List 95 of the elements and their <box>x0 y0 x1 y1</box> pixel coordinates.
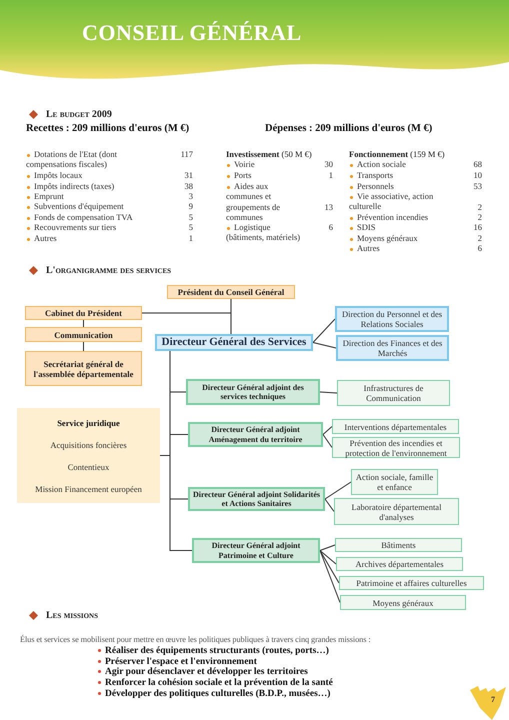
org-box: Bâtiments <box>335 538 462 552</box>
connector-line <box>322 434 332 448</box>
amount: 117 <box>180 149 193 160</box>
budget-item: Fonds de compensation TVA <box>26 212 176 222</box>
amount: 5 <box>188 212 193 222</box>
amount: 6 <box>476 243 482 254</box>
connector-line <box>322 426 332 435</box>
org-box: Directeur Général adjoint des services techniques <box>186 379 320 405</box>
org-box: Interventions départementales <box>332 419 459 434</box>
budget-subheading: Investissement (50 M €) <box>226 149 312 160</box>
connector-line <box>324 498 334 512</box>
org-box: Directeur Général des Services <box>155 334 313 351</box>
org-box: Direction des Finances et des Marchés <box>336 335 449 361</box>
mission-item: Agir pour désenclaver et développer les territoires <box>98 667 308 678</box>
budget-item: SDIS <box>349 222 459 232</box>
org-box: Président du Conseil Général <box>167 285 295 299</box>
budget-item: Autres <box>349 243 459 254</box>
intro-text: Élus et services se mobilisent pour mettre en œuvre les politiques publiques à travers cinq grandes missions : <box>20 635 371 645</box>
amount: 2 <box>476 233 482 244</box>
section-heading: Les missions <box>46 610 98 622</box>
mission-item: Réaliser des équipements structurants (routes, ports…) <box>98 646 329 657</box>
amount: 2 <box>476 212 482 222</box>
connector-line <box>320 392 338 394</box>
connector-line <box>170 350 192 551</box>
budget-item: Impôts indirects (taxes) <box>26 181 176 192</box>
budget-item: Personnels <box>349 181 459 192</box>
budget-heading: Dépenses : 209 millions d'euros (M €) <box>265 122 432 135</box>
connector-line <box>83 342 84 352</box>
service-name: Mission Financement européen <box>35 484 142 494</box>
budget-item: Action sociale <box>349 159 459 170</box>
org-box: Moyens généraux <box>340 595 466 610</box>
org-box: Communication <box>25 327 142 342</box>
org-box: Directeur Général adjoint Solidarités et Actions Sanitaires <box>188 487 325 511</box>
connector-line <box>312 318 336 343</box>
connector-line <box>324 482 352 500</box>
amount: 2 <box>476 202 482 212</box>
amount: 13 <box>324 202 333 212</box>
amount: 16 <box>472 222 482 232</box>
connector-line <box>230 298 232 334</box>
budget-item: Prévention incendies <box>349 212 459 222</box>
amount: 38 <box>184 181 193 192</box>
budget-item: Transports <box>349 170 459 180</box>
org-box: Infrastructures de Communication <box>337 380 450 406</box>
amount: 3 <box>188 191 193 202</box>
amount: 1 <box>188 233 193 244</box>
budget-item: Dotations de l'Etat (dont compensations fiscales) <box>26 149 118 170</box>
service-name: Acquisitions foncières <box>50 440 127 450</box>
amount: 53 <box>472 181 482 192</box>
org-box: Direction du Personnel et des Relations Sociales <box>335 306 449 332</box>
org-box: Prévention des incendies et protection de l'environnement <box>332 437 460 458</box>
budget-item: Ports <box>226 170 316 180</box>
budget-item: Impôts locaux <box>26 170 176 180</box>
budget-subheading: Fonctionnement (159 M €) <box>349 149 445 160</box>
mission-item: Renforcer la cohésion sociale et la prévention de la santé <box>98 678 333 689</box>
service-name: Contentieux <box>68 462 110 472</box>
service-panel <box>17 408 160 503</box>
budget-item: Aides aux communes et groupements de communes <box>226 181 282 223</box>
budget-heading: Recettes : 209 millions d'euros (M €) <box>26 122 190 135</box>
connector-line <box>320 550 340 603</box>
page-title: CONSEIL GÉNÉRAL <box>82 20 302 46</box>
mission-item: Développer des politiques culturelles (B.D.P., musées…) <box>98 689 330 700</box>
budget-item: Autres <box>26 233 176 244</box>
amount: 68 <box>472 159 482 170</box>
org-box: Cabinet du Président <box>25 306 142 320</box>
budget-item: Subventions d'équipement <box>26 201 176 212</box>
budget-item: Logistique (bâtiments, matériels) <box>226 222 302 243</box>
connector-line <box>312 342 336 348</box>
org-box: Laboratoire départemental d'analyses <box>334 498 459 525</box>
page-number: 7 <box>490 695 496 705</box>
budget-item: Moyens généraux <box>349 233 459 244</box>
amount: 10 <box>472 170 482 180</box>
org-box: Patrimoine et affaires culturelles <box>339 576 484 590</box>
connector-line <box>83 320 84 328</box>
amount: 9 <box>188 201 193 212</box>
budget-item: Emprunt <box>26 191 176 202</box>
connector-line <box>320 544 336 551</box>
org-box: Secrétariat général de l'assemblée départementale <box>25 351 142 386</box>
service-name: Service juridique <box>57 418 120 428</box>
amount: 6 <box>328 222 333 232</box>
connector-line <box>320 550 336 564</box>
amount: 1 <box>328 170 333 180</box>
budget-item: Vie associative, action culturelle <box>349 191 434 212</box>
org-box: Archives départementales <box>336 557 463 571</box>
org-box: Directeur Général adjoint Patrimoine et Culture <box>192 538 320 563</box>
mission-item: Préserver l'espace et l'environnement <box>98 657 257 668</box>
section-heading: Le budget 2009 <box>46 109 112 121</box>
amount: 5 <box>188 222 193 232</box>
org-box: Directeur Général adjoint Aménagement du territoire <box>188 422 323 447</box>
budget-item: Recouvrements sur tiers <box>26 222 176 232</box>
connector-line <box>320 550 340 584</box>
amount: 31 <box>184 170 193 180</box>
org-box: Action sociale, famille et enfance <box>351 469 438 495</box>
amount: 30 <box>324 159 333 170</box>
section-heading: L'organigramme des services <box>46 265 172 277</box>
budget-item: Voirie <box>226 159 316 170</box>
